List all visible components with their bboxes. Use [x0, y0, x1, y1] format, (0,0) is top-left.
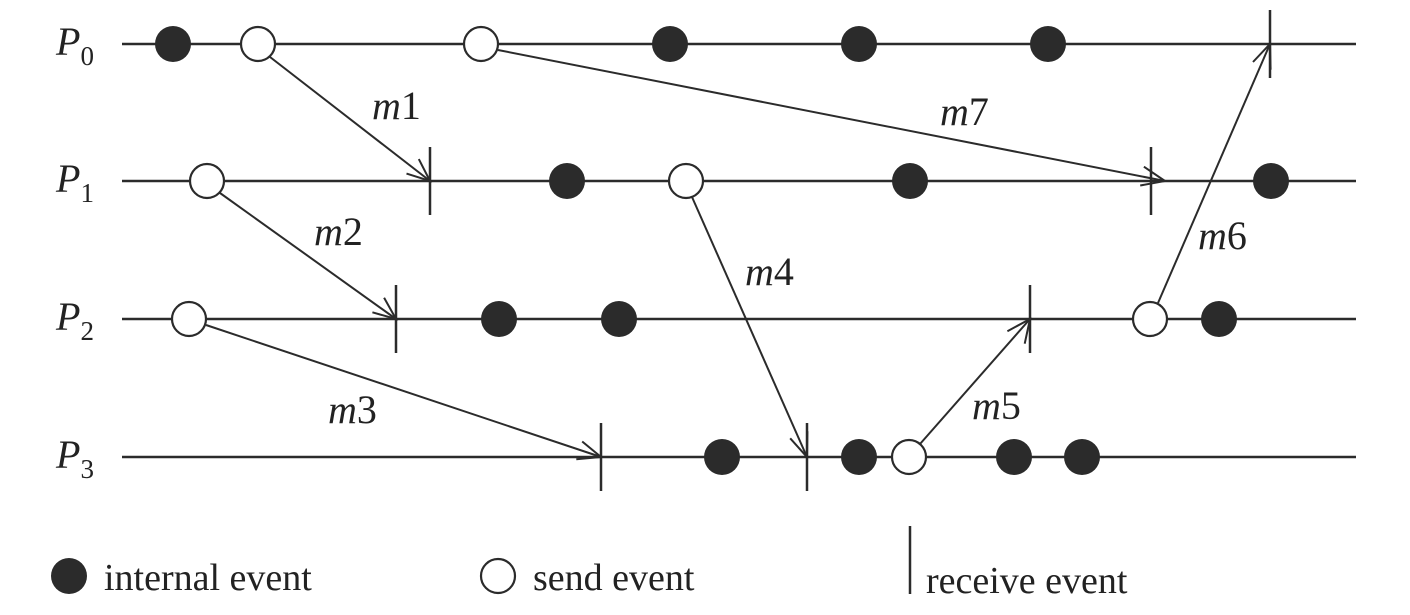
message-label-m4: m4 — [745, 249, 794, 294]
internal-event — [892, 163, 928, 199]
message-label-m1: m1 — [372, 83, 421, 128]
internal-event — [704, 439, 740, 475]
internal-event — [1201, 301, 1237, 337]
message-label-m2: m2 — [314, 209, 363, 254]
message-label-m5: m5 — [972, 383, 1021, 428]
legend-send-label: send event — [533, 557, 695, 599]
process-label-p1: P1 — [55, 156, 94, 208]
message-label-m6: m6 — [1198, 213, 1247, 258]
message-arrow-m3 — [205, 324, 604, 461]
internal-event — [1030, 26, 1066, 62]
message-arrow-m2 — [219, 192, 399, 321]
internal-event — [549, 163, 585, 199]
internal-event — [996, 439, 1032, 475]
message-arrow-m5 — [919, 317, 1032, 445]
send-event-m4 — [667, 162, 705, 200]
send-event-m6 — [1131, 300, 1169, 338]
process-label-p2: P2 — [55, 294, 94, 346]
internal-event — [1064, 439, 1100, 475]
message-arrow-m1 — [269, 56, 432, 183]
legend: internal event send event receive event — [51, 526, 1128, 602]
internal-event — [1253, 163, 1289, 199]
internal-event — [155, 26, 191, 62]
legend-internal-icon — [51, 558, 87, 594]
internal-event — [601, 301, 637, 337]
internal-event — [652, 26, 688, 62]
legend-send-icon — [479, 557, 517, 595]
message-label-m3: m3 — [328, 387, 377, 432]
internal-event — [841, 439, 877, 475]
legend-internal-label: internal event — [104, 557, 312, 599]
message-arrow-m6 — [1157, 41, 1272, 304]
internal-event — [481, 301, 517, 337]
send-event-m7 — [462, 25, 500, 63]
internal-event — [841, 26, 877, 62]
send-event-m5 — [890, 438, 928, 476]
send-event-m1 — [239, 25, 277, 63]
process-label-p0: P0 — [55, 19, 94, 71]
process-label-p3: P3 — [55, 432, 94, 484]
message-label-m7: m7 — [940, 89, 989, 134]
legend-receive-label: receive event — [926, 560, 1128, 602]
message-arrow-m7 — [497, 49, 1168, 187]
send-event-m3 — [170, 300, 208, 338]
message-arrow-m4 — [691, 196, 809, 460]
send-event-m2 — [188, 162, 226, 200]
